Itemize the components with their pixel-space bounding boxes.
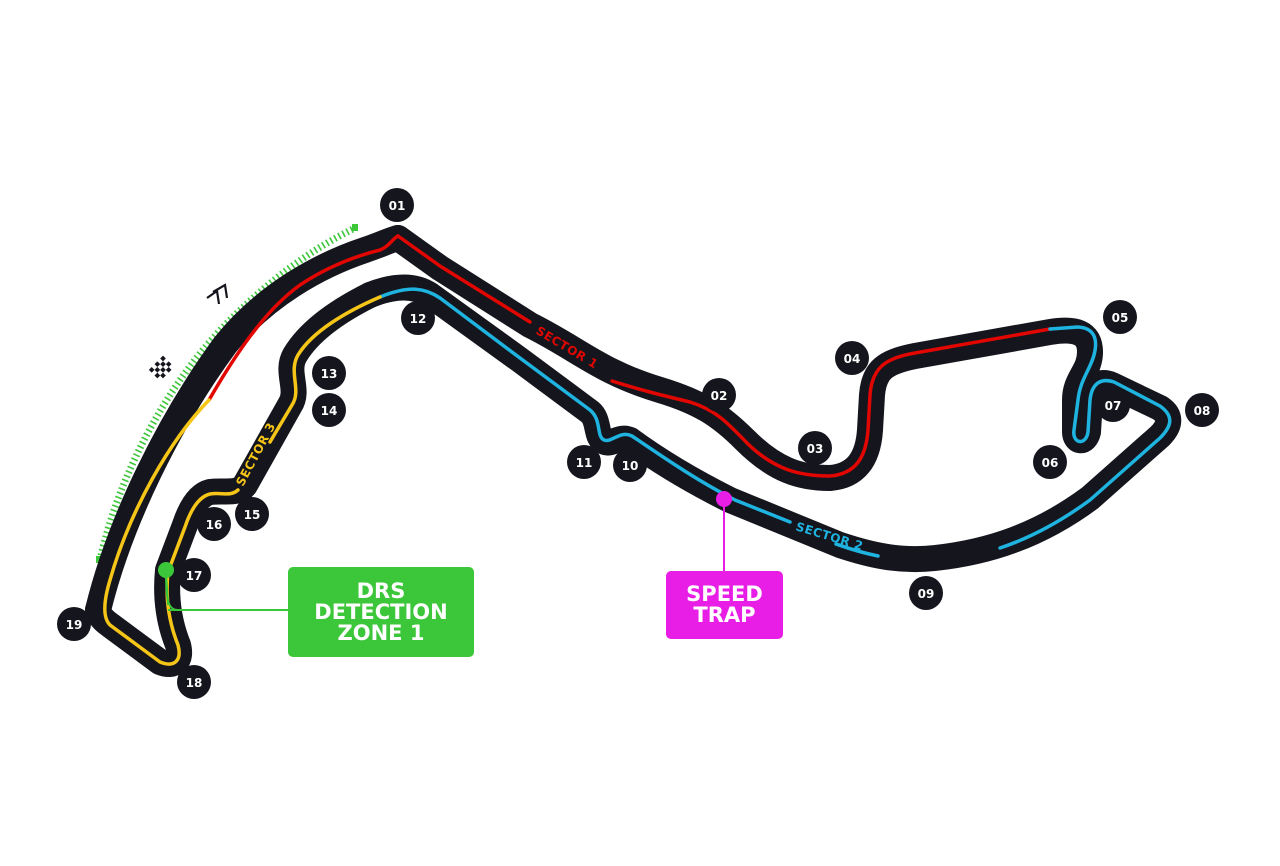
turn-marker-circle bbox=[1185, 393, 1219, 427]
turn-number: 05 bbox=[1112, 311, 1129, 325]
sector-2-line bbox=[378, 287, 1172, 558]
turn-marker: 18 bbox=[177, 665, 211, 699]
turn-marker-circle bbox=[235, 497, 269, 531]
turn-marker-circle bbox=[177, 665, 211, 699]
drs-detection-zone-callout: DRS DETECTION ZONE 1 bbox=[288, 567, 474, 657]
turn-marker-circle bbox=[177, 558, 211, 592]
turn-marker: 11 bbox=[567, 445, 601, 479]
turn-number: 11 bbox=[576, 456, 593, 470]
turn-number: 02 bbox=[711, 389, 728, 403]
turn-marker-circle bbox=[702, 378, 736, 412]
turn-marker: 06 bbox=[1033, 445, 1067, 479]
drs-detection-point bbox=[158, 562, 174, 578]
turn-marker: 10 bbox=[613, 448, 647, 482]
turn-markers: 01 02 03 04 05 06 07 08 09 10 11 12 13 14 15 16 17 18 19 bbox=[57, 188, 1219, 699]
turn-number: 16 bbox=[206, 518, 223, 532]
sector-3-line bbox=[103, 295, 382, 666]
turn-number: 10 bbox=[622, 459, 639, 473]
turn-marker-circle bbox=[312, 356, 346, 390]
turn-number: 14 bbox=[321, 404, 338, 418]
turn-marker-circle bbox=[835, 341, 869, 375]
turn-marker-circle bbox=[909, 576, 943, 610]
turn-marker-circle bbox=[380, 188, 414, 222]
turn-number: 15 bbox=[244, 508, 261, 522]
turn-marker: 02 bbox=[702, 378, 736, 412]
turn-number: 08 bbox=[1194, 404, 1211, 418]
drs-label-line-1: DRS bbox=[356, 578, 406, 603]
turn-number: 09 bbox=[918, 587, 935, 601]
speed-trap-label-line-2: TRAP bbox=[693, 603, 756, 627]
drs-zone-start-marker bbox=[352, 224, 358, 231]
sector-1-line bbox=[207, 234, 1052, 478]
drs-zone-end-marker bbox=[96, 556, 102, 563]
turn-marker-circle bbox=[1033, 445, 1067, 479]
turn-marker: 14 bbox=[312, 393, 346, 427]
turn-marker: 03 bbox=[798, 431, 832, 465]
turn-marker-circle bbox=[1096, 388, 1130, 422]
turn-marker-circle bbox=[1103, 300, 1137, 334]
turn-marker: 07 bbox=[1096, 388, 1130, 422]
turn-number: 04 bbox=[844, 352, 861, 366]
turn-marker-circle bbox=[567, 445, 601, 479]
turn-number: 19 bbox=[66, 618, 83, 632]
turn-marker: 01 bbox=[380, 188, 414, 222]
turn-marker-circle bbox=[613, 448, 647, 482]
turn-number: 06 bbox=[1042, 456, 1059, 470]
drs-label-line-2: DETECTION bbox=[314, 599, 448, 624]
speed-trap-point bbox=[716, 491, 732, 507]
turn-number: 13 bbox=[321, 367, 338, 381]
turn-marker: 17 bbox=[177, 558, 211, 592]
turn-marker: 09 bbox=[909, 576, 943, 610]
turn-marker: 04 bbox=[835, 341, 869, 375]
turn-number: 07 bbox=[1105, 399, 1122, 413]
turn-marker: 19 bbox=[57, 607, 91, 641]
turn-number: 18 bbox=[186, 676, 203, 690]
turn-marker: 16 bbox=[197, 507, 231, 541]
turn-marker-circle bbox=[401, 301, 435, 335]
speed-trap-callout: SPEED TRAP bbox=[666, 571, 783, 639]
turn-marker: 05 bbox=[1103, 300, 1137, 334]
speed-trap-label-line-1: SPEED bbox=[686, 582, 763, 606]
turn-number: 01 bbox=[389, 199, 406, 213]
turn-marker-circle bbox=[197, 507, 231, 541]
turn-marker-circle bbox=[312, 393, 346, 427]
turn-marker-circle bbox=[57, 607, 91, 641]
turn-marker: 15 bbox=[235, 497, 269, 531]
turn-number: 12 bbox=[410, 312, 427, 326]
turn-marker: 13 bbox=[312, 356, 346, 390]
turn-number: 17 bbox=[186, 569, 203, 583]
drs-label-line-3: ZONE 1 bbox=[337, 620, 425, 645]
turn-number: 03 bbox=[807, 442, 824, 456]
turn-marker-circle bbox=[798, 431, 832, 465]
turn-marker: 08 bbox=[1185, 393, 1219, 427]
turn-marker: 12 bbox=[401, 301, 435, 335]
direction-chevrons-icon bbox=[206, 283, 229, 305]
drs-zone-line bbox=[96, 224, 357, 561]
checkered-flag-icon bbox=[148, 355, 172, 379]
